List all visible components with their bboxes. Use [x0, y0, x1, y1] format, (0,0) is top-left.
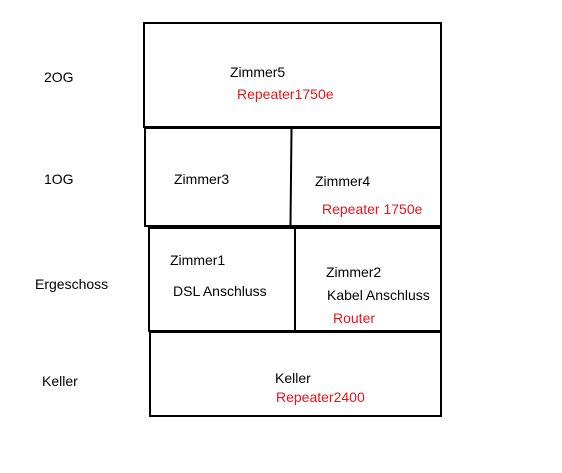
floor-label-keller: Keller	[42, 373, 78, 389]
floor-keller-box	[149, 331, 442, 417]
device-label-keller: Repeater2400	[276, 389, 365, 405]
floor-label-1og: 1OG	[44, 171, 74, 187]
floor-label-ergeschoss: Ergeschoss	[35, 276, 109, 292]
device-label-zimmer5: Repeater1750e	[237, 86, 334, 102]
floor-label-2og: 2OG	[44, 69, 74, 85]
floor-1og-box	[144, 127, 442, 227]
wall-eg-divider	[294, 229, 296, 330]
device-label-zimmer2: Router	[333, 310, 376, 326]
room-label-zimmer3: Zimmer3	[174, 171, 230, 187]
note-zimmer1: DSL Anschluss	[173, 283, 267, 299]
room-label-keller: Keller	[275, 370, 311, 386]
room-label-zimmer4: Zimmer4	[315, 173, 371, 189]
floor-2og-box	[143, 22, 442, 128]
note-zimmer2: Kabel Anschluss	[327, 287, 430, 303]
room-label-zimmer1: Zimmer1	[170, 252, 226, 268]
device-label-zimmer4: Repeater 1750e	[322, 201, 423, 217]
room-label-zimmer5: Zimmer5	[230, 64, 286, 80]
room-label-zimmer2: Zimmer2	[326, 264, 382, 280]
